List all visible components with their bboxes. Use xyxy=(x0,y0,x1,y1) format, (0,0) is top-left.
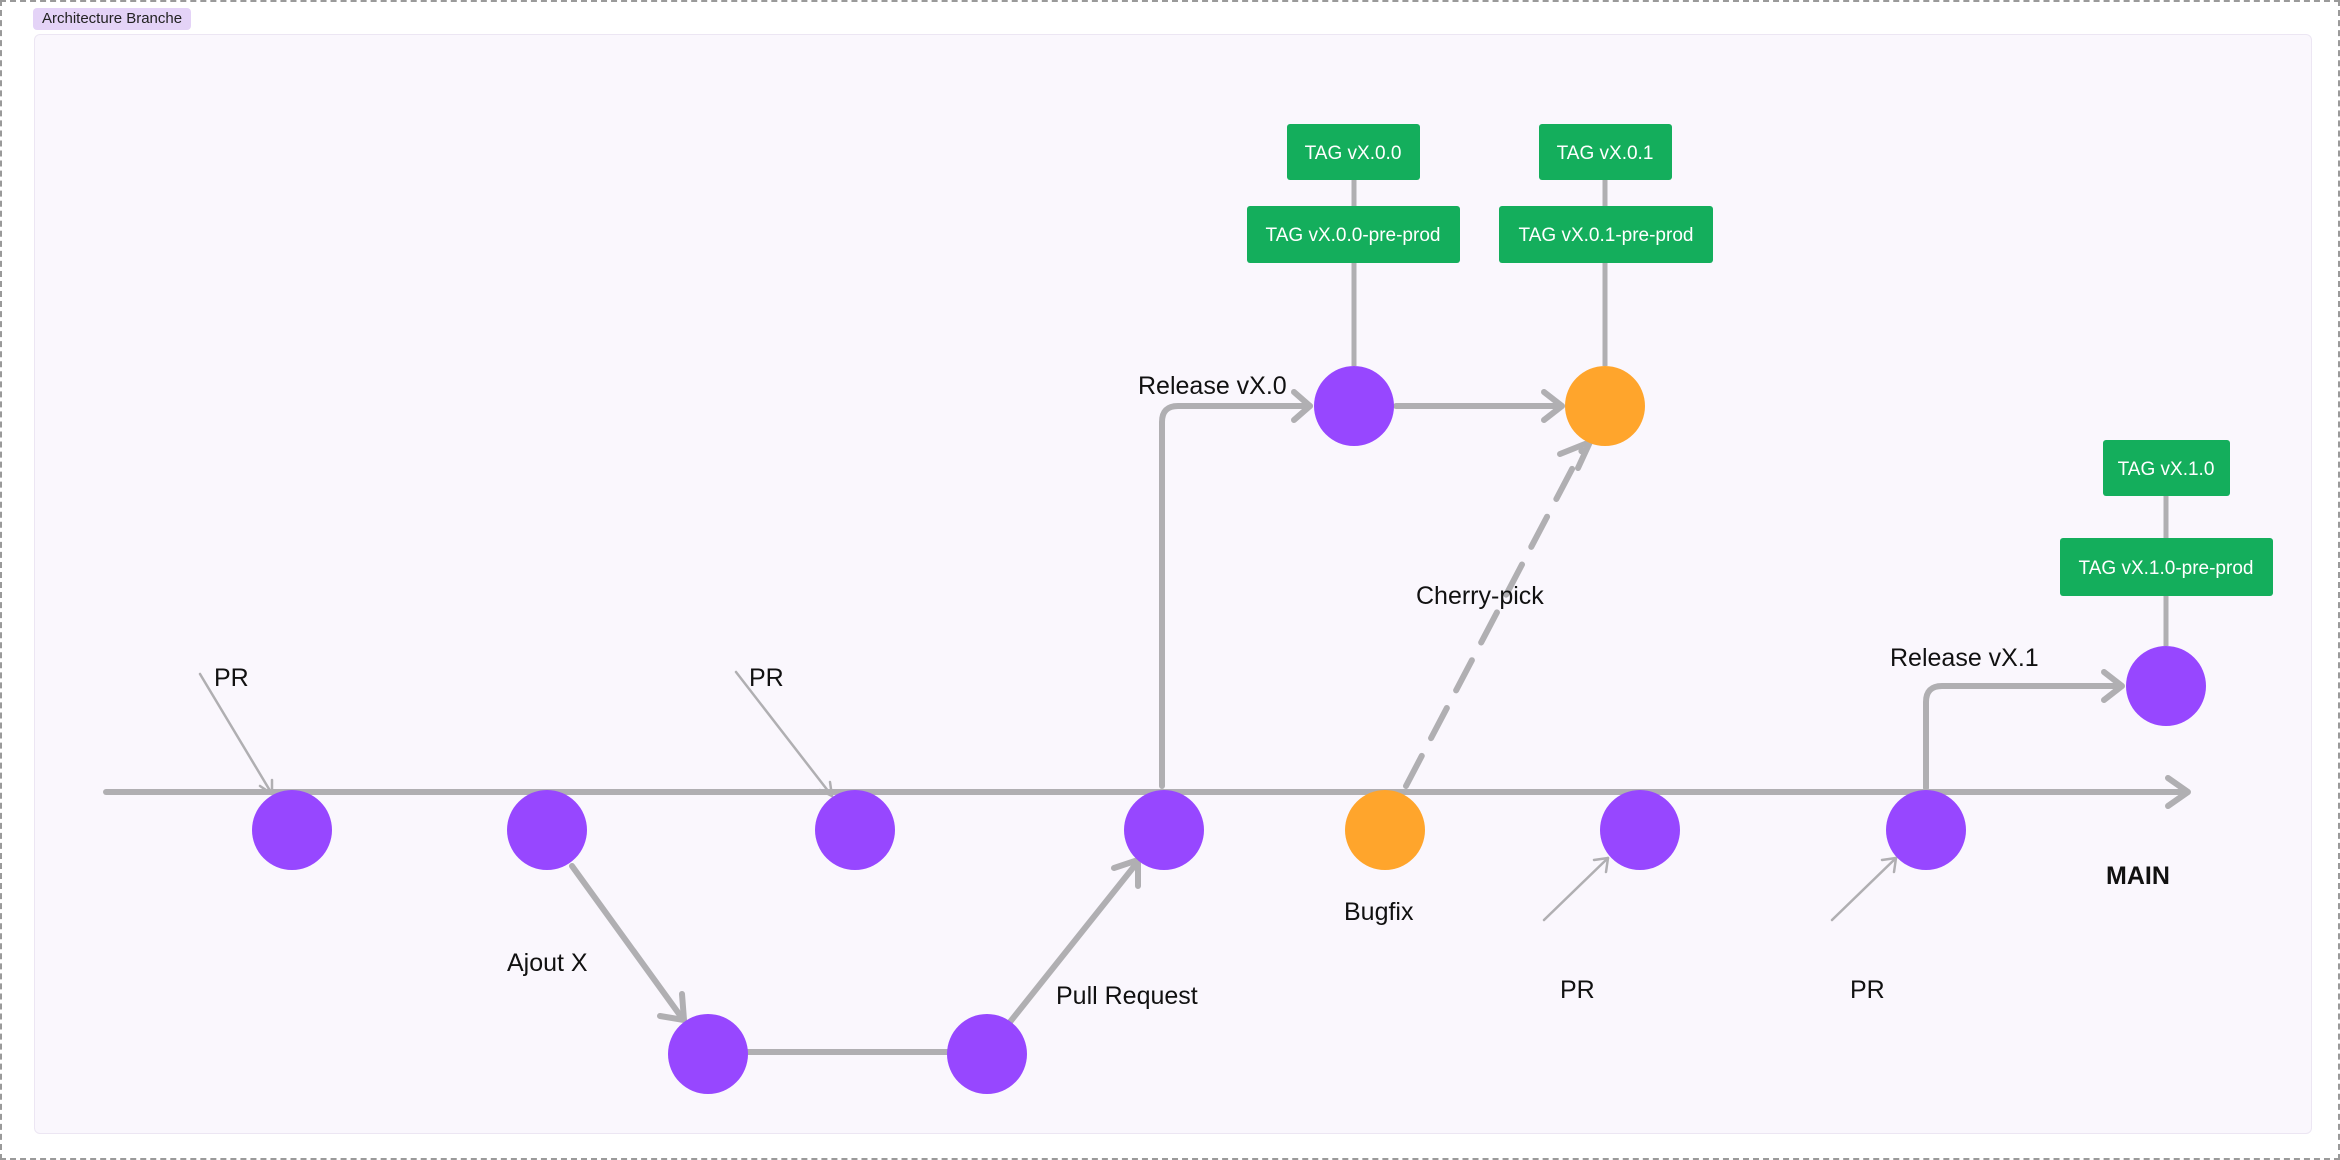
feature-branch-line xyxy=(569,857,1141,1055)
frame-label[interactable]: Architecture Branche xyxy=(33,8,192,30)
release-v1-branch-line xyxy=(1923,669,2125,791)
commit-bugfix[interactable] xyxy=(1345,790,1425,870)
tag-v100-label: TAG vX.1.0 xyxy=(2118,459,2215,480)
tag-connectors xyxy=(1351,178,2169,646)
tag-v001[interactable]: TAG vX.0.1 xyxy=(1539,124,1672,180)
tag-v000-pre-prod-label: TAG vX.0.0-pre-prod xyxy=(1266,225,1441,246)
tag-v100-pre-prod[interactable]: TAG vX.1.0-pre-prod xyxy=(2060,538,2273,596)
commit-release-v0-bugfix[interactable] xyxy=(1565,366,1645,446)
commit-main-1[interactable] xyxy=(252,790,332,870)
tag-v001-label: TAG vX.0.1 xyxy=(1557,143,1654,164)
tag-v001-pre-prod[interactable]: TAG vX.0.1-pre-prod xyxy=(1499,206,1713,263)
commit-main-6[interactable] xyxy=(1886,790,1966,870)
tag-v001-pre-prod-label: TAG vX.0.1-pre-prod xyxy=(1519,225,1694,246)
release-v0-label: Release vX.0 xyxy=(1138,372,1287,400)
commit-main-2[interactable] xyxy=(507,790,587,870)
tag-v100-pre-prod-label: TAG vX.1.0-pre-prod xyxy=(2079,558,2254,579)
tag-v000-label: TAG vX.0.0 xyxy=(1305,143,1402,164)
tag-v000-pre-prod[interactable]: TAG vX.0.0-pre-prod xyxy=(1247,206,1460,263)
commit-feature-2[interactable] xyxy=(947,1014,1027,1094)
pr-label-1: PR xyxy=(214,664,249,692)
ajout-label: Ajout X xyxy=(507,949,588,977)
commit-main-3[interactable] xyxy=(815,790,895,870)
commit-main-4[interactable] xyxy=(1124,790,1204,870)
bugfix-label: Bugfix xyxy=(1344,898,1414,926)
pull-request-label: Pull Request xyxy=(1056,982,1198,1010)
pr-arrows xyxy=(198,670,1898,922)
pr-label-2: PR xyxy=(749,664,784,692)
main-branch-line xyxy=(103,775,2191,809)
commit-main-5[interactable] xyxy=(1600,790,1680,870)
diagram-frame[interactable] xyxy=(34,34,2312,1134)
main-branch-label: MAIN xyxy=(2106,862,2170,890)
commit-feature-1[interactable] xyxy=(668,1014,748,1094)
commit-release-v0[interactable] xyxy=(1314,366,1394,446)
tag-v100[interactable]: TAG vX.1.0 xyxy=(2103,440,2230,496)
commit-release-v1[interactable] xyxy=(2126,646,2206,726)
release-v0-branch-line xyxy=(1159,389,1565,789)
pr-label-3: PR xyxy=(1560,976,1595,1004)
pr-label-4: PR xyxy=(1850,976,1885,1004)
tag-v000[interactable]: TAG vX.0.0 xyxy=(1287,124,1420,180)
release-v1-label: Release vX.1 xyxy=(1890,644,2039,672)
cherry-pick-line xyxy=(1403,439,1593,789)
cherry-pick-label: Cherry-pick xyxy=(1416,582,1544,610)
